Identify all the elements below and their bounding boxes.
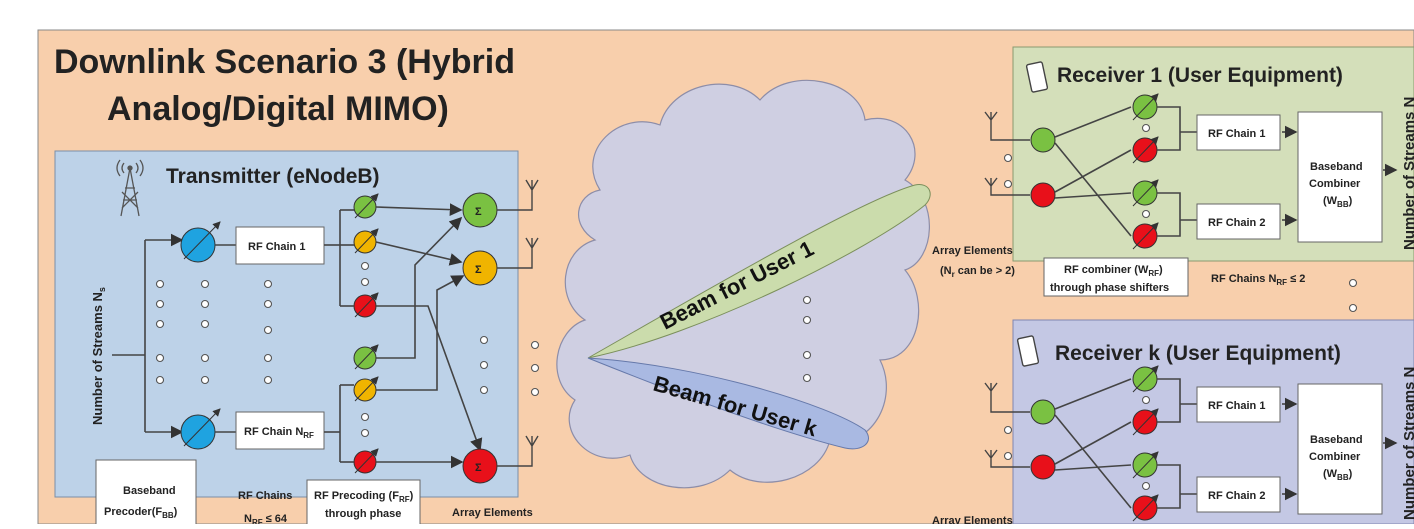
svg-text:Baseband: Baseband [1310,161,1363,173]
tx-rf-precoding-label-1: RF Precoding (FRF) [314,490,414,504]
tx-baseband-precoder-box [95,459,197,529]
rx1-rf-combiner-label-2: through phase shifters [1050,282,1169,294]
rx1-array-label-2: (Nr can be > 2) [940,265,1015,279]
svg-text:Σ: Σ [475,264,482,276]
svg-text:Σ: Σ [475,462,482,474]
tx-sum-red: Σ [462,448,498,484]
tx-streams-label: Number of Streams Ns [90,287,107,425]
tx-rf-chain-1 [235,226,325,265]
tx-rf-chain-n [235,411,325,450]
tx-baseband-label-1: Baseband [123,485,176,497]
rx1-rf-combiner-box [1043,257,1189,297]
tx-rf-precoding-label-2: through phase [325,508,401,520]
rxk-streams-label: Number of Streams N [1401,367,1414,520]
rx1-rf-chain-1-label: RF Chain 1 [1208,128,1265,140]
rx1-streams-label: Number of Streams N [1401,97,1414,250]
rx1-baseband-combiner [1297,111,1383,243]
rxk-baseband-combiner [1297,383,1383,515]
tx-precoder-dots [155,279,273,385]
tx-rf-phase-shifters [353,193,379,474]
transmitter-panel: Transmitter (eNodeB) Number of Streams N… [54,150,540,529]
rx1-rf-chain-2 [1196,203,1281,240]
tx-sum-green: Σ [462,192,498,228]
rx1-rf-chain-1 [1196,114,1281,151]
tx-rf-chains-label: RF Chains [238,490,292,502]
phone-icon [1016,335,1040,367]
tx-rf-chain-n-label: RF Chain NRF [244,426,314,440]
tx-rf-precoding-box [306,479,421,529]
rxk-rf-chain-2 [1196,476,1281,513]
svg-text:Combiner: Combiner [1309,178,1361,190]
tx-array-elements-label: Array Elements [452,507,533,519]
tx-antenna-icons [497,179,539,467]
receiver-1-panel: Receiver 1 (User Equipment) RF Chain 1 R… [984,46,1414,262]
phone-icon [1025,61,1049,93]
rxk-array-label: Array Elements [932,515,1013,524]
tx-baseband-label-2: Precoder(FBB) [104,506,178,520]
rxk-rf-chain-1 [1196,386,1281,423]
rx1-rf-combiner-label-1: RF combiner (WRF) [1064,264,1163,278]
rx1-array-label-1: Array Elements [932,245,1013,257]
transmitter-title: Transmitter (eNodeB) [166,165,380,188]
rxk-phase-shifters [1132,365,1159,522]
tx-rf-chains-count: NRF ≤ 64 [244,513,288,524]
tx-rf-chain-1-label: RF Chain 1 [248,241,305,253]
rxk-rf-chain-2-label: RF Chain 2 [1208,490,1265,502]
receiver-k-panel: Receiver k (User Equipment) RF Chain 1 R… [984,319,1414,525]
antenna-tower-icon [116,159,144,217]
svg-text:(WBB): (WBB) [1323,195,1353,209]
svg-text:Baseband: Baseband [1310,434,1363,446]
receiver-k-title: Receiver k (User Equipment) [1055,342,1341,365]
svg-text:Σ: Σ [475,206,482,218]
svg-text:Combiner: Combiner [1309,451,1361,463]
tx-sum-yellow: Σ [462,250,498,286]
title-line-2: Analog/Digital MIMO) [107,90,449,128]
rx1-rf-chains-label: RF Chains NRF ≤ 2 [1211,273,1305,287]
title-line-1: Downlink Scenario 3 (Hybrid [54,43,515,81]
receiver-1-title: Receiver 1 (User Equipment) [1057,64,1343,87]
rxk-antenna-icons [984,382,1030,468]
rx1-antenna-icons [984,111,1030,196]
rxk-rf-chain-1-label: RF Chain 1 [1208,400,1265,412]
svg-text:(WBB): (WBB) [1323,468,1353,482]
tx-baseband-weight-1 [180,221,221,263]
rx1-rf-chain-2-label: RF Chain 2 [1208,217,1265,229]
